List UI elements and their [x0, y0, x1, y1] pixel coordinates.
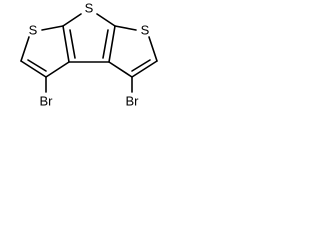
- bond-right-junction-double: [102, 29, 109, 59]
- bond-left-s-bottom: [20, 36, 30, 62]
- bond-left-junction: [62, 25, 70, 63]
- dibromo-dithienothiophene-structure: S S S Br Br: [20, 0, 158, 108]
- bond-right-s-bottom: [148, 36, 158, 62]
- bond-left-c4-c3: [45, 61, 70, 78]
- bond-right-junction: [108, 25, 116, 63]
- bond-left-c5-c4: [20, 60, 47, 78]
- bond-right-c4-c3: [108, 61, 133, 78]
- bond-right-s-top: [114, 25, 137, 31]
- sulfur-right-label: S: [141, 22, 150, 37]
- bond-left-s-top: [41, 25, 64, 31]
- bond-left-c5-c4-double: [27, 59, 47, 72]
- bond-left-junction-double: [69, 29, 76, 59]
- bond-right-c5-c4-double: [131, 59, 151, 72]
- bromine-left-label: Br: [40, 93, 54, 108]
- bond-s-center-left: [62, 13, 82, 27]
- sulfur-left-label: S: [29, 22, 38, 37]
- bond-right-c5-c4: [131, 60, 158, 78]
- bond-s-center-right: [96, 13, 116, 27]
- bromine-right-label: Br: [126, 93, 140, 108]
- sulfur-center-label: S: [85, 0, 94, 15]
